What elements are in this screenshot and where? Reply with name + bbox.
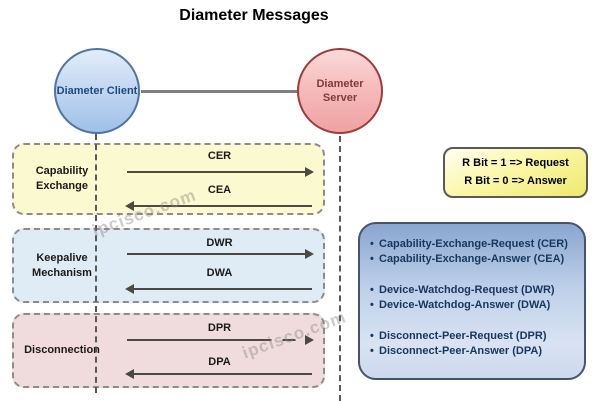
dwr-arrow-right (127, 249, 314, 259)
list-item-dwa: Device-Watchdog-Answer (DWA) (370, 298, 578, 313)
cer-message-label: CER (207, 150, 232, 162)
disconnect-message-group: Disconnect-Peer-Request (DPR) Disconnect… (370, 329, 578, 359)
dpa-message-label: DPA (208, 356, 231, 368)
r-bit-legend-box: R Bit = 1 => Request R Bit = 0 => Answer (443, 147, 588, 198)
list-item-cea: Capability-Exchange-Answer (CEA) (370, 252, 578, 267)
disconnection-label: Disconnection (24, 344, 100, 357)
list-item-cer: Capability-Exchange-Request (CER) (370, 237, 578, 252)
client-server-link-line (141, 90, 298, 93)
cer-arrow-right (127, 167, 314, 177)
diameter-client-label: Diameter Client (56, 84, 138, 97)
dwa-message-label: DWA (206, 267, 233, 279)
cea-arrow-left (125, 201, 312, 211)
cea-message-label: CEA (207, 184, 232, 196)
client-lifeline (95, 134, 97, 393)
dpa-arrow-left (125, 369, 312, 379)
dpr-arrow-right (127, 335, 314, 345)
disconnection-group: Disconnection DPR DPA (12, 313, 325, 388)
message-list-box: Capability-Exchange-Request (CER) Capabi… (358, 222, 586, 380)
keepalive-mechanism-group: Keepalive Mechanism DWR DWA (12, 228, 325, 303)
diameter-server-node: Diameter Server (297, 48, 383, 134)
dwa-arrow-left (125, 284, 312, 294)
list-item-dpa: Disconnect-Peer-Answer (DPA) (370, 344, 578, 359)
diameter-server-label: Diameter Server (316, 77, 364, 104)
capability-exchange-label: Capability Exchange (35, 165, 89, 192)
dpr-message-label: DPR (207, 322, 232, 334)
dwr-message-label: DWR (206, 237, 233, 249)
r-bit-request-line: R Bit = 1 => Request (462, 157, 569, 170)
server-lifeline (339, 136, 341, 401)
capability-exchange-group: Capability Exchange CER CEA (12, 143, 325, 215)
diameter-client-node: Diameter Client (54, 48, 140, 134)
r-bit-answer-line: R Bit = 0 => Answer (464, 174, 567, 187)
list-item-dpr: Disconnect-Peer-Request (DPR) (370, 329, 578, 344)
list-item-dwr: Device-Watchdog-Request (DWR) (370, 283, 578, 298)
keepalive-mechanism-label: Keepalive Mechanism (32, 251, 92, 279)
page-title: Diameter Messages (179, 7, 329, 24)
capability-message-group: Capability-Exchange-Request (CER) Capabi… (370, 237, 578, 267)
watchdog-message-group: Device-Watchdog-Request (DWR) Device-Wat… (370, 283, 578, 313)
